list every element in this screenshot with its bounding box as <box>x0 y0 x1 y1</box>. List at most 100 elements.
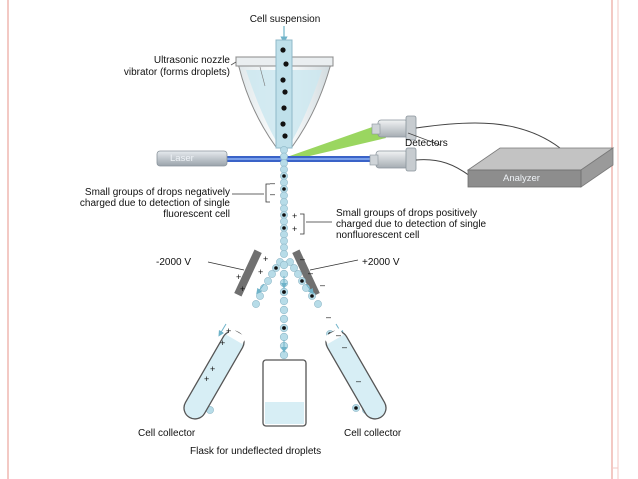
laser-device <box>156 150 228 167</box>
droplet <box>280 237 288 245</box>
detectors-pointer <box>407 132 441 146</box>
plus-sign: + <box>263 254 268 264</box>
droplet <box>280 204 288 213</box>
cell-dot <box>282 187 286 191</box>
droplet <box>279 305 289 315</box>
flow-arrow <box>218 323 227 337</box>
minus-sign: – <box>342 342 347 352</box>
negative-plate-lead <box>207 261 245 271</box>
negative-drops-line3: fluorescent cell <box>163 209 230 220</box>
flask-liquid <box>265 402 304 424</box>
detector-beam <box>284 125 386 162</box>
droplet <box>280 250 288 258</box>
droplet <box>294 270 302 278</box>
flow-arrow <box>256 283 265 295</box>
droplet <box>280 152 288 161</box>
positive-plate-lead <box>309 259 359 271</box>
plus-sign: + <box>204 374 209 384</box>
positive-voltage-label: +2000 V <box>362 257 400 268</box>
positive-bracket <box>300 213 305 235</box>
positive-plate <box>292 249 320 297</box>
droplet <box>279 296 289 306</box>
droplet <box>280 146 288 154</box>
droplet <box>280 230 288 239</box>
droplet <box>279 260 289 270</box>
left-collector-label: Cell collector <box>138 428 196 439</box>
minus-sign: – <box>308 268 313 278</box>
positive-drops-line1: Small groups of drops positively <box>336 208 478 219</box>
laser-label: Laser <box>170 153 194 164</box>
plus-sign: + <box>240 284 245 294</box>
ultrasonic-nozzle <box>230 39 334 149</box>
collector-tubes <box>183 328 387 427</box>
cell-dot <box>274 266 278 270</box>
plus-sign: + <box>220 338 225 348</box>
droplet <box>280 217 288 226</box>
minus-sign: – <box>326 312 331 322</box>
undeflected-flask <box>262 359 307 427</box>
droplet <box>279 332 289 342</box>
cell-dot <box>282 213 286 217</box>
droplet <box>279 350 289 360</box>
cell-dot <box>280 47 286 53</box>
flow-arrow <box>305 283 314 295</box>
droplet <box>280 243 288 252</box>
laser-beam <box>226 156 376 162</box>
droplet <box>256 292 264 300</box>
minus-sign: – <box>320 280 325 290</box>
droplet <box>264 277 272 285</box>
droplet <box>252 300 260 308</box>
plus-sign: + <box>258 267 263 277</box>
droplet <box>280 198 288 206</box>
negative-drops-line1: Small groups of drops negatively <box>84 187 230 198</box>
negative-voltage-label: -2000 V <box>156 257 192 268</box>
negative-plate <box>234 249 262 297</box>
droplet <box>268 270 276 278</box>
minus-sign: – <box>270 178 275 188</box>
plus-sign: + <box>226 326 231 336</box>
cell-dot <box>282 174 286 178</box>
droplet <box>279 314 289 324</box>
right-collector-tube <box>323 328 387 420</box>
cell-dot <box>283 61 289 67</box>
cell-dot <box>282 89 288 95</box>
minus-sign: – <box>336 330 341 340</box>
negative-drops-line2: charged due to detection of single <box>79 198 230 209</box>
plus-sign: + <box>292 224 297 234</box>
tube-mouth <box>226 328 247 344</box>
nozzle-label-line1: Ultrasonic nozzle <box>153 55 230 66</box>
cell-dot <box>300 279 304 283</box>
analyzer-box <box>466 147 615 188</box>
cell-dot <box>310 294 314 298</box>
cell-suspension-label: Cell suspension <box>249 14 321 25</box>
left-collector-tube <box>183 328 247 420</box>
droplet <box>280 178 288 187</box>
droplet <box>280 159 288 167</box>
cell-dot <box>280 121 286 127</box>
tube-mouth <box>323 328 344 344</box>
cell-dot <box>282 133 288 139</box>
cell-dot <box>354 406 358 410</box>
droplet <box>280 165 288 174</box>
page-border <box>7 0 619 479</box>
nozzle-label-line2: vibrator (forms droplets) <box>123 67 230 78</box>
plus-sign: + <box>210 364 215 374</box>
cell-dot <box>282 226 286 230</box>
negative-bracket <box>265 183 270 203</box>
right-collector-label: Cell collector <box>344 428 402 439</box>
plus-sign: + <box>292 211 297 221</box>
tube-glass <box>183 330 245 420</box>
flask-label: Flask for undeflected droplets <box>190 446 322 457</box>
droplet <box>314 300 322 308</box>
minus-sign: – <box>270 189 275 199</box>
detector-cable-lower <box>415 159 471 177</box>
droplet <box>290 264 298 272</box>
detector-cable-upper <box>415 122 561 149</box>
cell-dot <box>281 105 287 111</box>
positive-drops-line3: nonfluorescent cell <box>336 230 420 241</box>
detectors-label: Detectors <box>405 138 448 149</box>
plus-sign: + <box>236 272 241 282</box>
minus-sign: – <box>300 254 305 264</box>
cell-dot <box>280 77 286 83</box>
